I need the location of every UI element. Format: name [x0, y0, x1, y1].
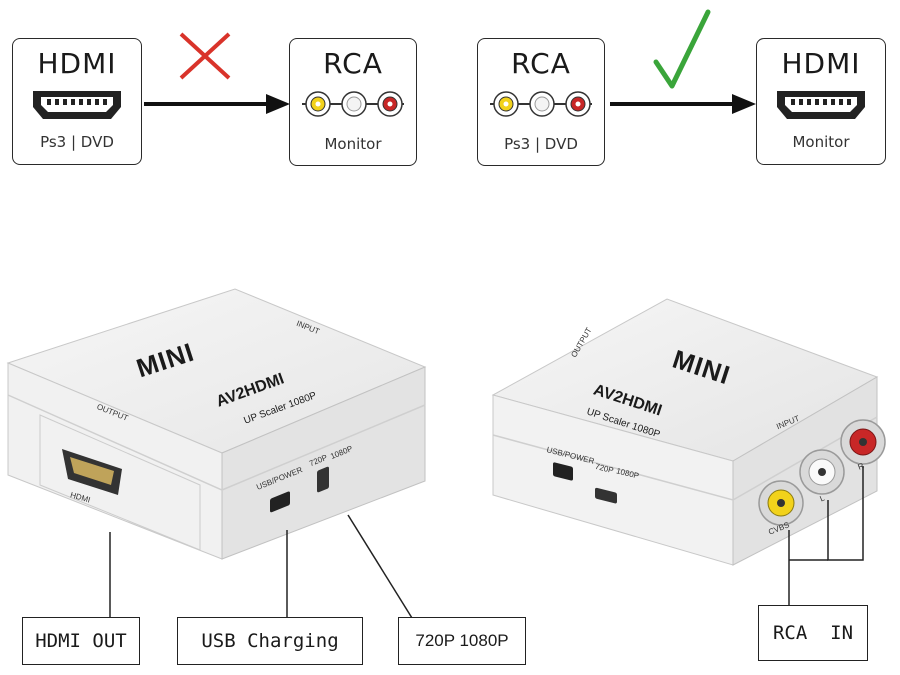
callout-hdmi-out: HDMI OUT — [22, 617, 140, 665]
check-icon — [653, 9, 711, 89]
rca-source-subtitle: Ps3 | DVD — [504, 135, 578, 153]
arrow-right-icon — [610, 94, 756, 114]
device-left-illustration — [6, 288, 427, 560]
hdmi-source-title: HDMI — [37, 47, 117, 80]
callout-resolution: 720P 1080P — [398, 617, 526, 665]
rca-jacks-icon — [302, 91, 404, 117]
hdmi-monitor-subtitle: Monitor — [792, 133, 850, 151]
rca-source-box: RCA Ps3 | DVD — [477, 38, 605, 166]
callout-usb-charging: USB Charging — [177, 617, 363, 665]
hdmi-connector-icon — [33, 91, 121, 119]
callout-rca-in: RCA IN — [758, 605, 868, 661]
rca-monitor-title: RCA — [323, 47, 383, 80]
rca-source-title: RCA — [511, 47, 571, 80]
device-right-illustration — [491, 298, 886, 566]
rca-monitor-subtitle: Monitor — [324, 135, 382, 153]
hdmi-monitor-title: HDMI — [781, 47, 861, 80]
rca-jacks-icon — [490, 91, 592, 117]
callout-hdmi-out-text: HDMI OUT — [35, 630, 127, 652]
callout-resolution-text: 720P 1080P — [415, 631, 509, 650]
callout-rca-in-text: RCA IN — [772, 622, 854, 644]
hdmi-connector-icon — [777, 91, 865, 119]
hdmi-source-box: HDMI Ps3 | DVD — [12, 38, 142, 165]
arrow-right-icon — [144, 94, 290, 114]
hdmi-source-subtitle: Ps3 | DVD — [40, 133, 114, 151]
callout-usb-charging-text: USB Charging — [201, 630, 339, 652]
hdmi-monitor-box: HDMI Monitor — [756, 38, 886, 165]
rca-monitor-box: RCA Monitor — [289, 38, 417, 166]
cross-icon — [179, 32, 231, 80]
